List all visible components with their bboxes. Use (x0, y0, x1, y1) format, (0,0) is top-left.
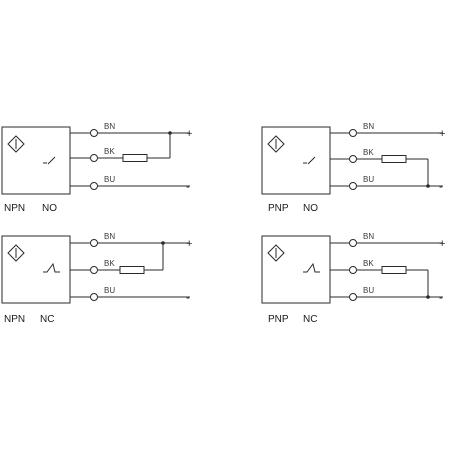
proximity-sensor-icon (267, 135, 285, 153)
wire-bk: BK (330, 259, 428, 274)
proximity-sensor-icon (267, 244, 285, 262)
wire-label: BN (104, 122, 115, 131)
junction-dot (168, 131, 172, 135)
wire-label: BN (363, 232, 374, 241)
junction-dot (426, 184, 430, 188)
minus-sign: - (439, 181, 443, 193)
sensor-box (261, 126, 331, 195)
wire-label: BU (104, 175, 115, 184)
sensor-diagram-4: BN + BK BU - PNP NC (261, 232, 445, 325)
junction-dot (161, 241, 165, 245)
load-resistor (381, 266, 407, 274)
proximity-sensor-icon (7, 244, 25, 262)
wire-label: BU (363, 286, 374, 295)
sensor-diagram-3: BN + BK BU - NPN NC (1, 232, 192, 325)
wire-label: BN (104, 232, 115, 241)
terminal (90, 182, 98, 190)
switch-mode-label: NC (40, 314, 54, 325)
load-resistor (119, 266, 145, 274)
plus-sign: + (439, 238, 445, 250)
terminal (90, 266, 98, 274)
sensor-box (1, 126, 71, 195)
output-type-label: PNP (268, 203, 289, 214)
wire-bn: BN + (330, 122, 445, 140)
sensor-diagram-1: BN + BK BU - NPN NO (1, 122, 192, 214)
switch-mode-label: NC (303, 314, 317, 325)
plus-sign: + (439, 128, 445, 140)
load-resistor (381, 155, 407, 163)
plus-sign: + (186, 128, 192, 140)
terminal (349, 293, 357, 301)
terminal (349, 182, 357, 190)
proximity-sensor-icon (7, 135, 25, 153)
junction-dot (426, 295, 430, 299)
minus-sign: - (439, 292, 443, 304)
sensor-box (261, 235, 331, 304)
switch-mode-label: NO (303, 203, 318, 214)
sensor-diagram-2: BN + BK BU - PNP NO (261, 122, 445, 214)
terminal (90, 154, 98, 162)
terminal (349, 266, 357, 274)
plus-sign: + (186, 238, 192, 250)
minus-sign: - (186, 181, 190, 193)
terminal (349, 129, 357, 137)
output-type-label: PNP (268, 314, 289, 325)
wire-bk: BK (330, 148, 428, 163)
wire-bu: BU - (330, 175, 443, 193)
wire-bn: BN + (330, 232, 445, 250)
nc-switch-icon (43, 262, 60, 273)
wire-bu: BU - (70, 286, 190, 304)
terminal (90, 293, 98, 301)
wire-label: BK (363, 259, 374, 268)
wire-label: BU (104, 286, 115, 295)
nc-switch-icon (303, 262, 320, 273)
wire-label: BN (363, 122, 374, 131)
no-switch-icon (43, 156, 56, 165)
wire-bk: BK (70, 259, 163, 274)
minus-sign: - (186, 292, 190, 304)
load-resistor (122, 154, 148, 162)
terminal (90, 239, 98, 247)
wire-bu: BU - (330, 286, 443, 304)
wire-bu: BU - (70, 175, 190, 193)
terminal (349, 239, 357, 247)
wire-bn: BN + (70, 232, 192, 250)
sensor-box (1, 235, 71, 304)
wire-label: BK (104, 147, 115, 156)
wire-bn: BN + (70, 122, 192, 140)
output-type-label: NPN (4, 203, 25, 214)
terminal (90, 129, 98, 137)
no-switch-icon (303, 156, 316, 165)
wire-label: BU (363, 175, 374, 184)
wire-bk: BK (70, 147, 170, 162)
switch-mode-label: NO (42, 203, 57, 214)
wire-label: BK (363, 148, 374, 157)
wire-label: BK (104, 259, 115, 268)
terminal (349, 155, 357, 163)
output-type-label: NPN (4, 314, 25, 325)
